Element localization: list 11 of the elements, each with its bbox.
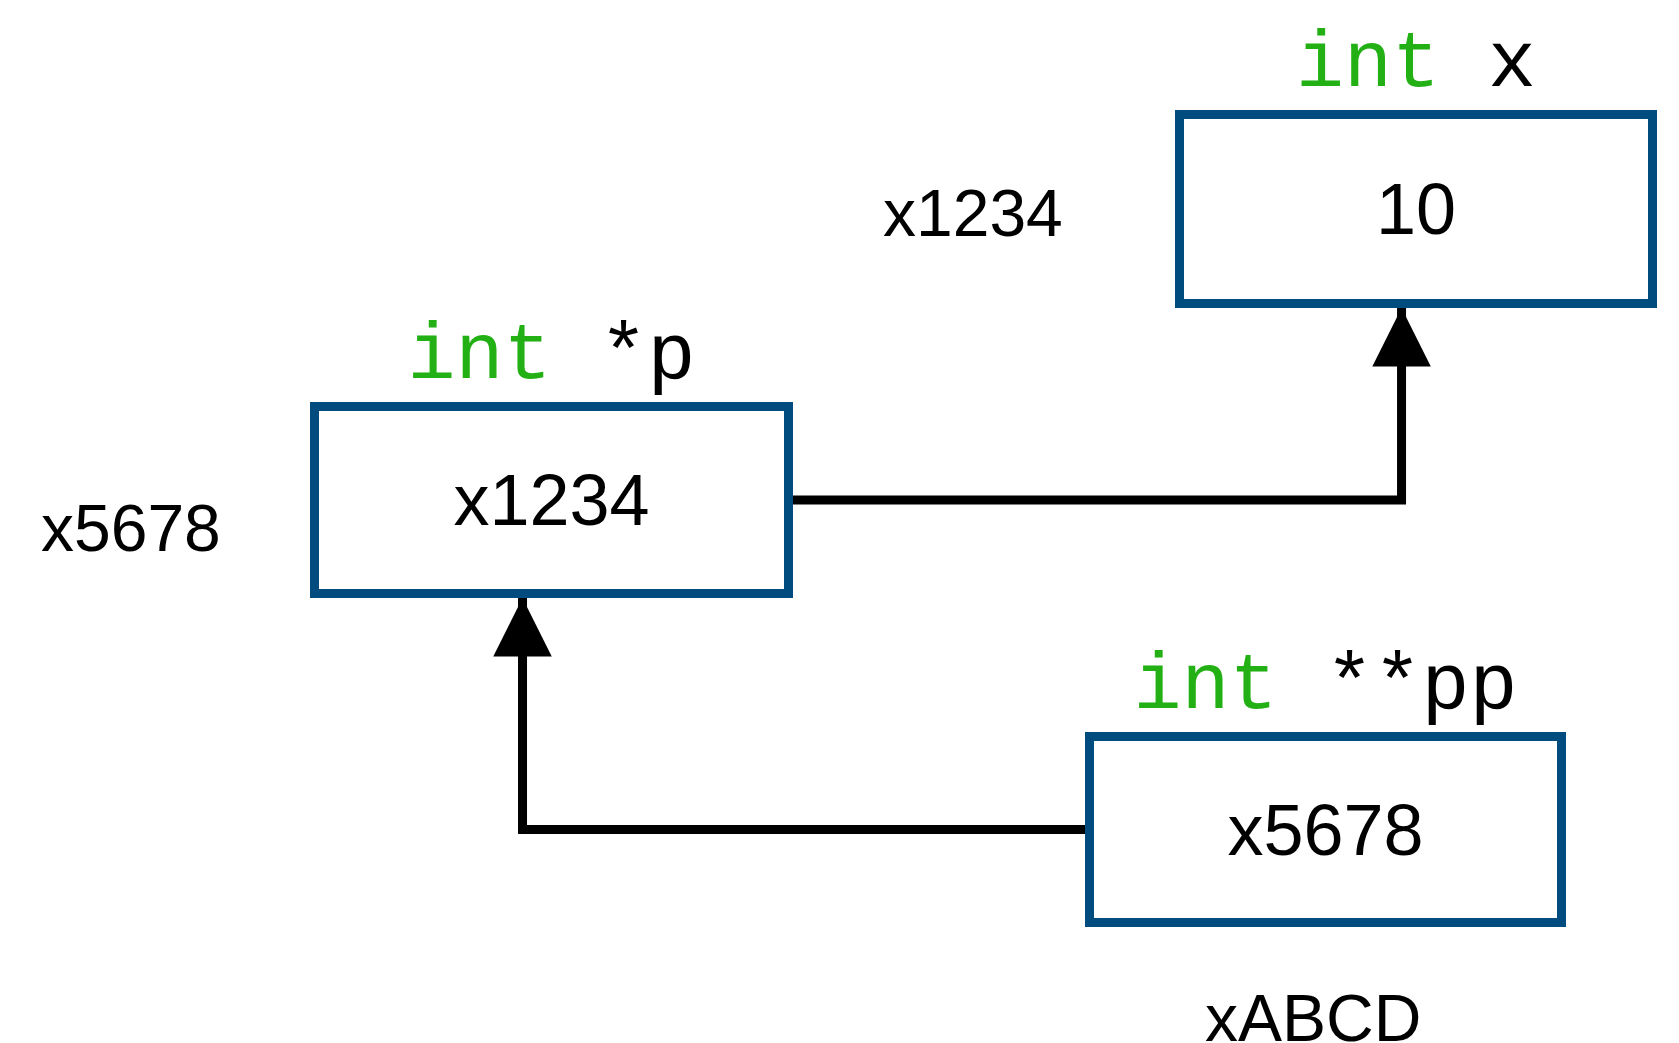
arrow	[793, 308, 1431, 505]
address-label: x5678	[41, 495, 221, 561]
value-text: 10	[1375, 168, 1457, 250]
type-declaration: int **pp	[1133, 642, 1518, 732]
arrow	[493, 598, 1085, 834]
address-label: x1234	[883, 180, 1063, 246]
type-declaration: int *p	[407, 312, 696, 402]
value-text: x1234	[453, 459, 650, 541]
address-label: xABCD	[1205, 985, 1422, 1043]
value-text: x5678	[1227, 788, 1424, 871]
type-declaration: int x	[1295, 20, 1536, 110]
